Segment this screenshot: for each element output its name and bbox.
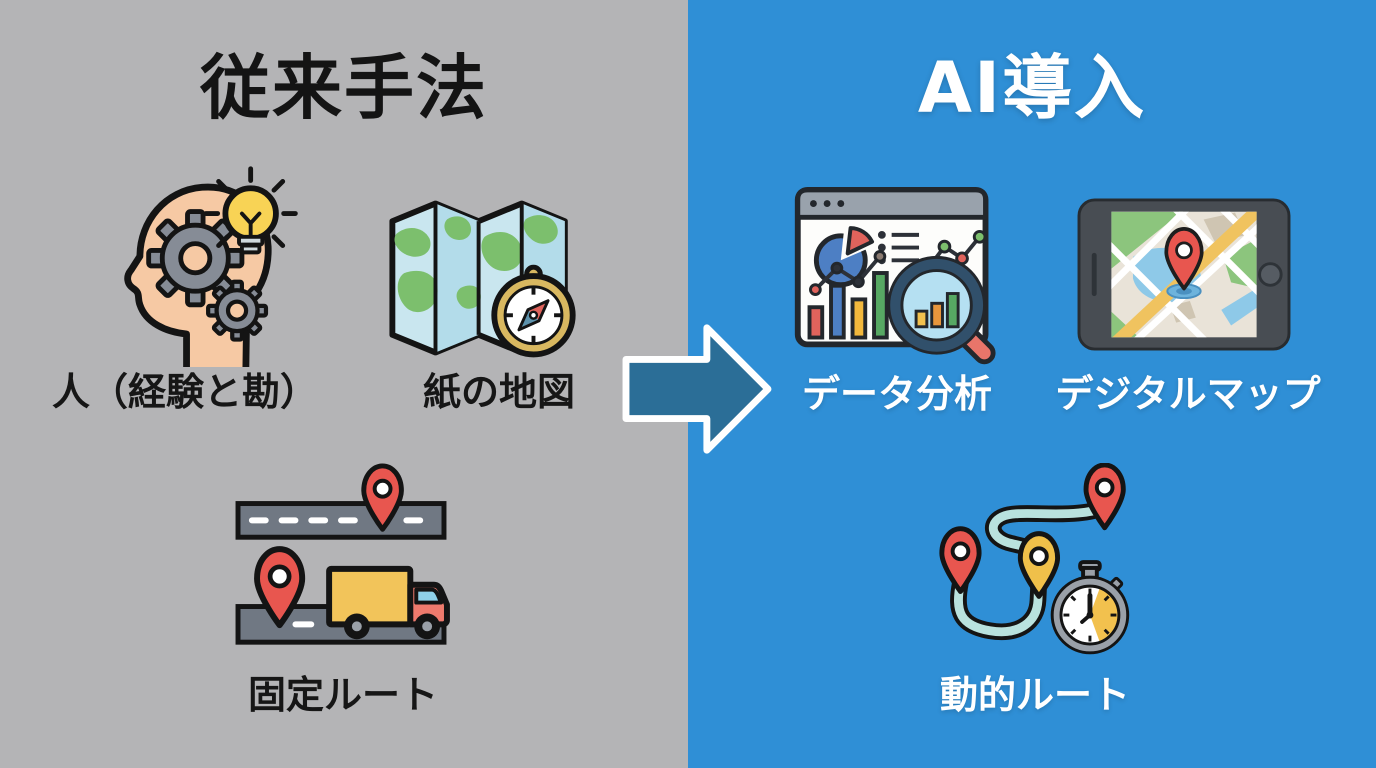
- fixed-route-road-truck-icon: [232, 458, 450, 661]
- data-analysis-dashboard-magnifier-icon: [788, 180, 1008, 366]
- dynamic-route-stopwatch-icon: [933, 463, 1139, 669]
- label-paper-map: 紙の地図: [422, 370, 576, 414]
- paper-map-compass-icon: [378, 180, 590, 376]
- label-data-analysis: データ分析: [801, 372, 993, 416]
- label-digital-map: デジタルマップ: [1055, 372, 1321, 416]
- head-gears-lightbulb-icon: [103, 163, 307, 367]
- label-fixed-route: 固定ルート: [247, 673, 439, 717]
- label-dynamic-route: 動的ルート: [939, 673, 1131, 717]
- label-human-experience: 人（経験と勘）: [51, 370, 319, 414]
- digital-map-tablet-icon: [1076, 196, 1292, 353]
- ai-title: AI導入: [917, 47, 1147, 129]
- right-arrow-icon: [618, 318, 776, 461]
- ai-panel: [688, 0, 1376, 768]
- traditional-title: 従来手法: [200, 47, 488, 129]
